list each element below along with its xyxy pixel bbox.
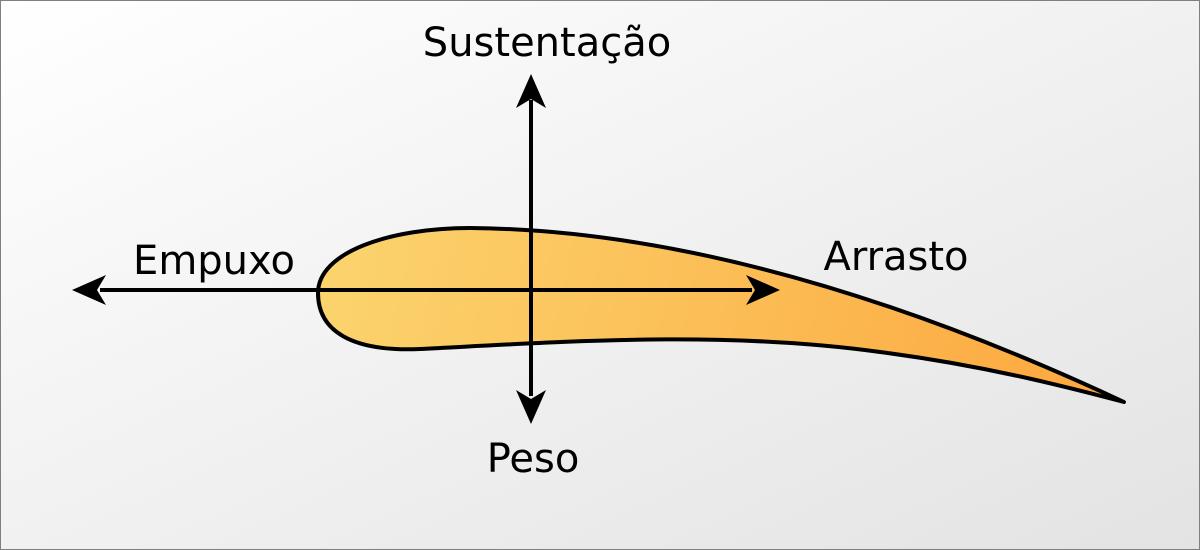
- drag-label: Arrasto: [823, 234, 968, 280]
- weight-arrowhead: [516, 390, 546, 424]
- lift-arrowhead: [516, 74, 546, 108]
- weight-label: Peso: [487, 436, 580, 482]
- lift-label: Sustentação: [423, 20, 671, 66]
- drag-arrowhead: [746, 275, 780, 305]
- airfoil-shape: [316, 226, 1126, 404]
- thrust-arrowhead: [72, 275, 106, 305]
- thrust-label: Empuxo: [133, 238, 295, 284]
